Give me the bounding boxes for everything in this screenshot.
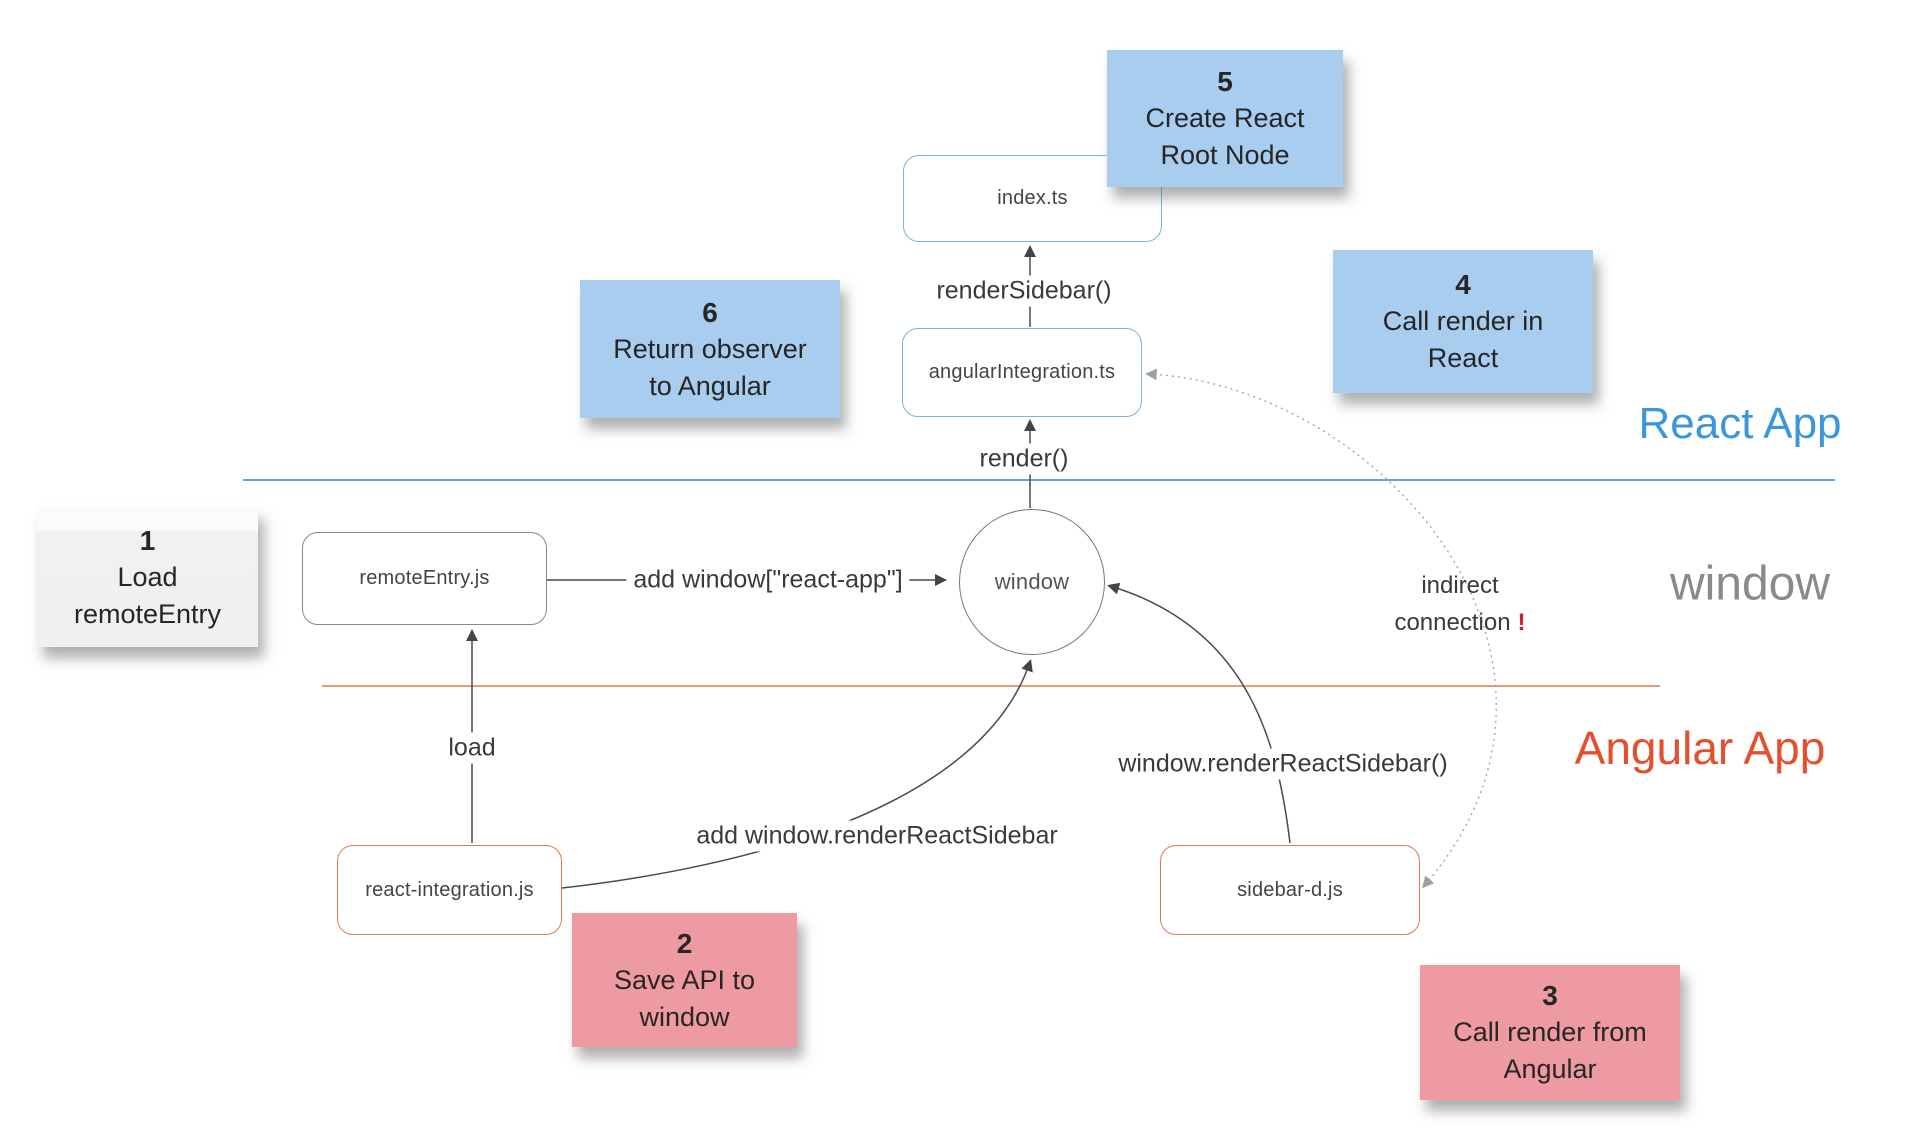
edge-label-add-window-render-react-sidebar: add window.renderReactSidebar bbox=[689, 820, 1065, 852]
add-render-react-sidebar-curve bbox=[561, 659, 1033, 889]
edge-label-add-window-react-app: add window["react-app"] bbox=[626, 564, 910, 596]
node-remote-entry-js-label: remoteEntry.js bbox=[359, 567, 490, 589]
node-window-label: window bbox=[994, 569, 1070, 594]
edge-label-window-render-react-sidebar: window.renderReactSidebar() bbox=[1111, 748, 1455, 780]
sticky-note-text: to Angular bbox=[649, 370, 771, 401]
exclamation-mark: ! bbox=[1517, 609, 1526, 636]
node-window-circle: window bbox=[959, 509, 1105, 655]
indirect-connection-dotted-curve bbox=[1145, 368, 1497, 889]
sticky-note-text: Load bbox=[117, 562, 178, 592]
zone-title-angular-app: Angular App bbox=[1574, 722, 1826, 774]
node-angular-integration-ts: angularIntegration.ts bbox=[902, 328, 1142, 417]
sticky-note-text: remoteEntry bbox=[73, 599, 222, 629]
sticky-note-text: window bbox=[639, 1001, 730, 1032]
indirect-connection-line2: connection! bbox=[1394, 609, 1526, 636]
window-render-react-sidebar-curve bbox=[1107, 582, 1291, 844]
node-index-ts-label: index.ts bbox=[997, 187, 1068, 209]
sticky-note-number: 1 bbox=[139, 525, 156, 556]
sticky-note-5-create-react-root-node: 5 Create React Root Node bbox=[1107, 50, 1343, 187]
sticky-note-number: 5 bbox=[1217, 66, 1233, 97]
sticky-note-text: Create React bbox=[1145, 103, 1305, 133]
node-sidebar-d-js: sidebar-d.js bbox=[1160, 845, 1420, 935]
node-remote-entry-js: remoteEntry.js bbox=[302, 532, 547, 625]
zone-title-react-app: React App bbox=[1638, 399, 1842, 448]
sticky-note-4-call-render-in-react: 4 Call render in React bbox=[1333, 250, 1593, 393]
sticky-note-3-call-render-from-angular: 3 Call render from Angular bbox=[1420, 965, 1680, 1100]
edge-label-render: render() bbox=[972, 443, 1076, 475]
node-index-ts: index.ts bbox=[903, 155, 1162, 242]
edge-label-load: load bbox=[441, 732, 503, 764]
sticky-note-text: Angular bbox=[1503, 1054, 1597, 1084]
sticky-note-2-save-api-to-window: 2 Save API to window bbox=[572, 913, 797, 1047]
zone-title-window: window bbox=[1669, 557, 1831, 611]
node-sidebar-d-js-label: sidebar-d.js bbox=[1237, 878, 1343, 901]
sticky-note-text: Return observer bbox=[613, 333, 807, 364]
sticky-note-6-return-observer-to-angular: 6 Return observer to Angular bbox=[580, 280, 840, 418]
sticky-note-number: 3 bbox=[1542, 980, 1558, 1011]
node-angular-integration-ts-label: angularIntegration.ts bbox=[928, 361, 1116, 383]
indirect-connection-line1: indirect bbox=[1421, 572, 1499, 599]
sticky-note-number: 4 bbox=[1455, 269, 1471, 300]
edge-label-render-sidebar: renderSidebar() bbox=[929, 275, 1119, 307]
node-react-integration-js: react-integration.js bbox=[337, 845, 562, 935]
indirect-connection-note: indirect connection! bbox=[1387, 566, 1532, 642]
sticky-note-1-load-remote-entry: 1 Load remoteEntry bbox=[37, 508, 258, 647]
sticky-note-number: 6 bbox=[702, 296, 718, 328]
node-react-integration-js-label: react-integration.js bbox=[365, 878, 534, 901]
sticky-note-number: 2 bbox=[676, 927, 693, 959]
sticky-note-text: Save API to bbox=[613, 964, 756, 995]
sticky-note-text: Call render in bbox=[1382, 306, 1544, 336]
sticky-note-text: React bbox=[1427, 343, 1499, 373]
sticky-note-text: Root Node bbox=[1160, 140, 1290, 170]
sticky-note-text: Call render from bbox=[1453, 1017, 1647, 1047]
